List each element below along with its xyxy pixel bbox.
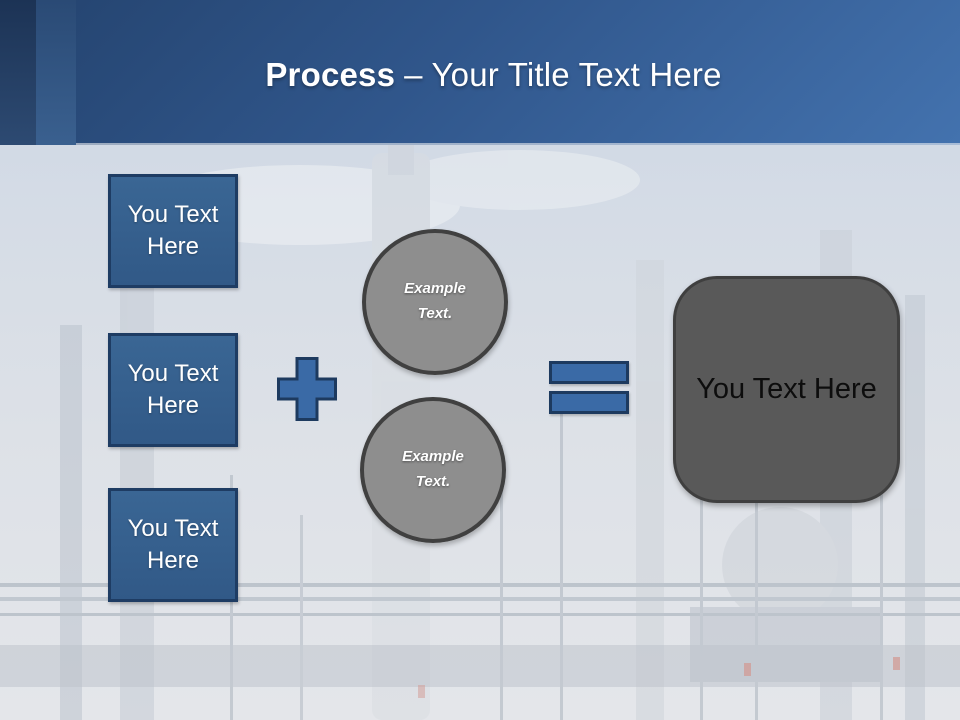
slide-title-emphasis: Process <box>265 56 396 93</box>
example-circle-2[interactable]: Example Text. <box>360 397 506 543</box>
equals-bar-top <box>549 361 629 384</box>
example-circle-1[interactable]: Example Text. <box>362 229 508 375</box>
slide-title-rest: – Your Title Text Here <box>404 56 722 93</box>
example-circle-2-label: Example Text. <box>402 448 464 490</box>
slide-title: Process– Your Title Text Here <box>0 56 960 94</box>
left-accent-stripe-dark <box>0 0 36 145</box>
result-box[interactable]: You Text Here <box>673 276 900 503</box>
plus-icon <box>277 357 337 421</box>
header-band: Process– Your Title Text Here <box>0 0 960 145</box>
input-box-2[interactable]: You Text Here <box>108 333 238 447</box>
input-box-1[interactable]: You Text Here <box>108 174 238 288</box>
equals-icon <box>549 361 629 421</box>
equals-bar-bottom <box>549 391 629 414</box>
left-accent-stripe-mid <box>36 0 76 145</box>
input-box-3[interactable]: You Text Here <box>108 488 238 602</box>
background-photo <box>0 145 960 720</box>
example-circle-1-label: Example Text. <box>404 280 466 322</box>
